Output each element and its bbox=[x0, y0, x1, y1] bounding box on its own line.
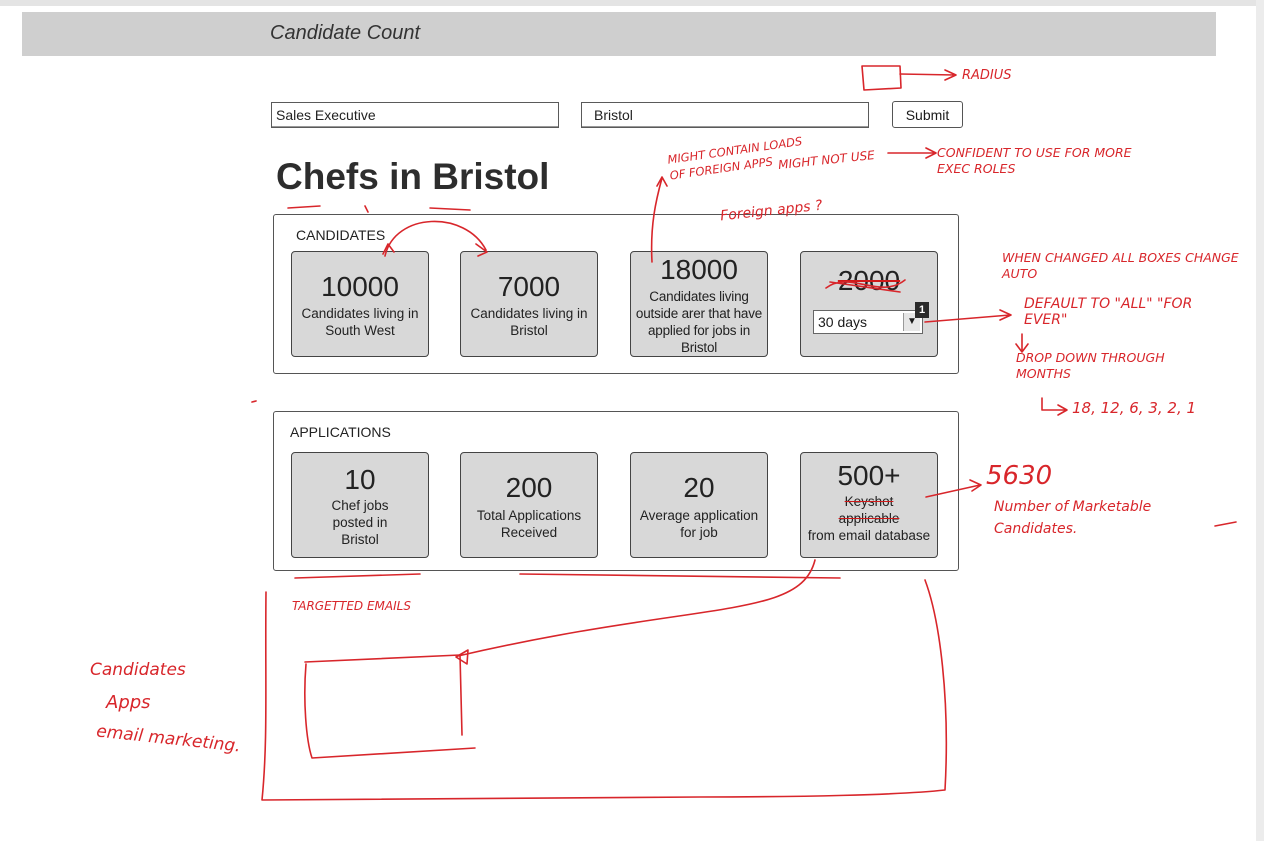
tile-value: 200 bbox=[505, 472, 553, 503]
targetted-arrow-sketch bbox=[455, 559, 816, 665]
radius-note: RADIUS bbox=[962, 68, 1012, 83]
tile-label: Chef jobs posted in Bristol bbox=[331, 498, 389, 547]
tile-label: Total Applications Received bbox=[476, 508, 582, 540]
when-changed-note: WHEN CHANGED ALL BOXES CHANGE AUTO bbox=[1002, 250, 1239, 281]
tile-value: 18000 bbox=[660, 254, 738, 285]
left-note-candidates: Candidates bbox=[90, 660, 186, 680]
email-database-tile: 500+ Keyshot applicable from email datab… bbox=[800, 452, 938, 558]
candidates-south-west-tile: 10000 Candidates living in South West bbox=[291, 251, 429, 357]
tile-value: 20 bbox=[683, 472, 715, 503]
tile-label-struck: Keyshot applicable bbox=[838, 494, 900, 526]
tile-value: 10000 bbox=[321, 271, 399, 302]
drop-down-note: DROP DOWN THROUGH MONTHS bbox=[1016, 350, 1165, 381]
left-note-apps: Apps bbox=[106, 692, 151, 713]
tile-label: Candidates living outside arer that have… bbox=[635, 289, 763, 355]
default-all-note: DEFAULT TO "ALL" "FOR EVER" bbox=[1024, 296, 1193, 328]
candidates-panel: CANDIDATES 10000 Candidates living in So… bbox=[273, 214, 959, 374]
annotation-marker: 1 bbox=[915, 302, 929, 318]
months-list-note: 18, 12, 6, 3, 2, 1 bbox=[1072, 399, 1197, 417]
tile-label: from email database bbox=[807, 528, 931, 543]
applications-panel: APPLICATIONS 10 Chef jobs posted in Bris… bbox=[273, 411, 959, 571]
average-applications-tile: 20 Average application for job bbox=[630, 452, 768, 558]
tile-value: 2000 bbox=[837, 265, 901, 296]
count-5630-note: 5630 bbox=[986, 461, 1053, 491]
left-note-email-marketing: email marketing. bbox=[95, 721, 242, 757]
scan-edge-right bbox=[1256, 0, 1264, 841]
tile-label: Average application for job bbox=[639, 508, 759, 540]
role-input[interactable]: Sales Executive bbox=[271, 102, 559, 128]
targetted-emails-note: TARGETTED EMAILS bbox=[292, 599, 411, 613]
scan-edge-top bbox=[0, 0, 1264, 6]
confident-note: CONFIDENT TO USE FOR MORE EXEC ROLES bbox=[937, 145, 1132, 176]
tile-label: Candidates living in Bristol bbox=[470, 306, 588, 338]
candidates-title: CANDIDATES bbox=[296, 227, 386, 243]
submit-button[interactable]: Submit bbox=[892, 101, 963, 128]
tile-value: 500+ bbox=[837, 460, 901, 491]
period-select-value: 30 days bbox=[818, 314, 868, 330]
title-bar: Candidate Count bbox=[22, 12, 1216, 56]
chef-jobs-tile: 10 Chef jobs posted in Bristol bbox=[291, 452, 429, 558]
applications-title: APPLICATIONS bbox=[290, 424, 391, 440]
tile-value: 7000 bbox=[497, 271, 561, 302]
tile-value: 10 bbox=[344, 464, 376, 495]
radius-box-sketch bbox=[861, 65, 902, 91]
tile-label: Candidates living in South West bbox=[301, 306, 419, 338]
candidates-period-tile: 2000 30 days ▼ 1 bbox=[800, 251, 938, 357]
marketable-note: Number of Marketable Candidates. bbox=[994, 499, 1152, 537]
total-applications-tile: 200 Total Applications Received bbox=[460, 452, 598, 558]
page-title: Candidate Count bbox=[270, 22, 421, 44]
results-heading: Chefs in Bristol bbox=[276, 156, 550, 197]
radius-arrow-sketch bbox=[899, 69, 957, 81]
candidates-outside-area-tile: 18000 Candidates living outside arer tha… bbox=[630, 251, 768, 357]
candidates-bristol-tile: 7000 Candidates living in Bristol bbox=[460, 251, 598, 357]
period-select[interactable]: 30 days ▼ bbox=[813, 310, 923, 334]
email-box-sketch bbox=[304, 654, 476, 759]
location-input[interactable]: Bristol bbox=[581, 102, 869, 128]
